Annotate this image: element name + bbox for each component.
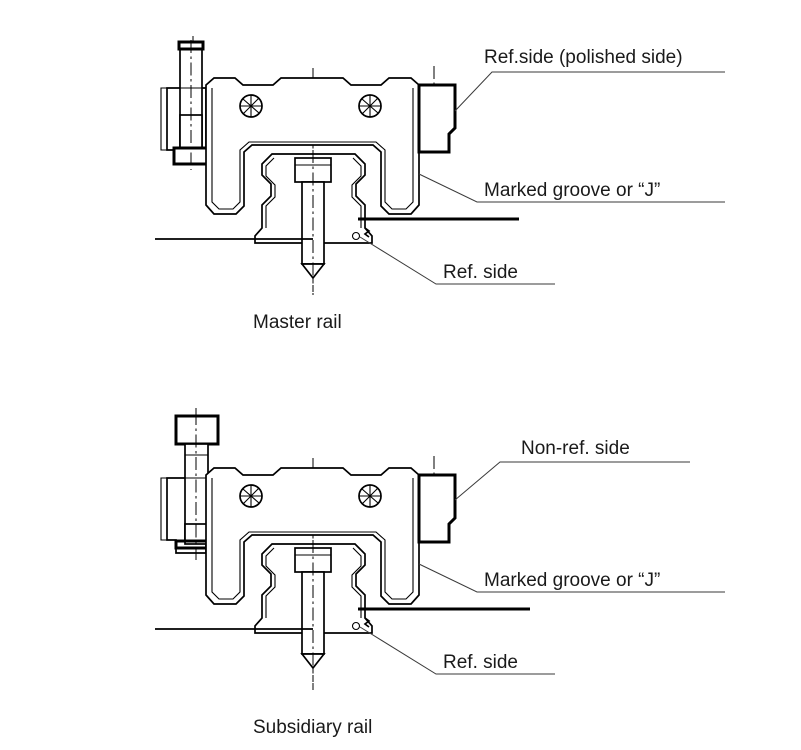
rail-inner-right [351, 157, 362, 228]
leader-non-ref-side [454, 461, 690, 501]
marked-groove-notch-2 [363, 617, 371, 628]
leader-marked-groove-bottom [418, 563, 725, 593]
label-marked-groove-bottom: Marked groove or “J” [484, 570, 660, 591]
carriage-inner-outline-2 [211, 478, 414, 600]
ref-side-pick-point [351, 231, 361, 241]
label-ref-side-polished: Ref.side (polished side) [484, 47, 683, 68]
rail-inner-left [265, 157, 276, 228]
caption-master-rail: Master rail [253, 312, 342, 333]
carriage-endcap [417, 83, 457, 154]
marked-groove-notch [363, 227, 371, 238]
leader-ref-side-bottom [359, 626, 555, 675]
left-mount-edge-2 [160, 477, 167, 541]
ref-side-pick-point-2 [351, 621, 361, 631]
leader-ref-side-top [359, 236, 555, 285]
label-marked-groove-top: Marked groove or “J” [484, 180, 660, 201]
master-rail-diagram: Ref.side (polished side) Marked groove o… [155, 36, 725, 333]
label-ref-side-top: Ref. side [443, 262, 518, 283]
subsidiary-rail-diagram: Non-ref. side Marked groove or “J” Ref. … [155, 408, 725, 738]
leader-marked-groove-top [418, 173, 725, 203]
left-bolt-hex-head [174, 414, 220, 446]
leader-ref-side-polished [454, 71, 725, 112]
left-mount-edge [160, 87, 167, 151]
caption-subsidiary-rail: Subsidiary rail [253, 717, 372, 738]
label-ref-side-bottom: Ref. side [443, 652, 518, 673]
rail-inner-right-2 [351, 547, 362, 618]
rail-inner-left-2 [265, 547, 276, 618]
carriage-inner-outline [211, 88, 414, 210]
label-non-ref-side: Non-ref. side [521, 438, 630, 459]
carriage-endcap-2 [417, 473, 457, 544]
